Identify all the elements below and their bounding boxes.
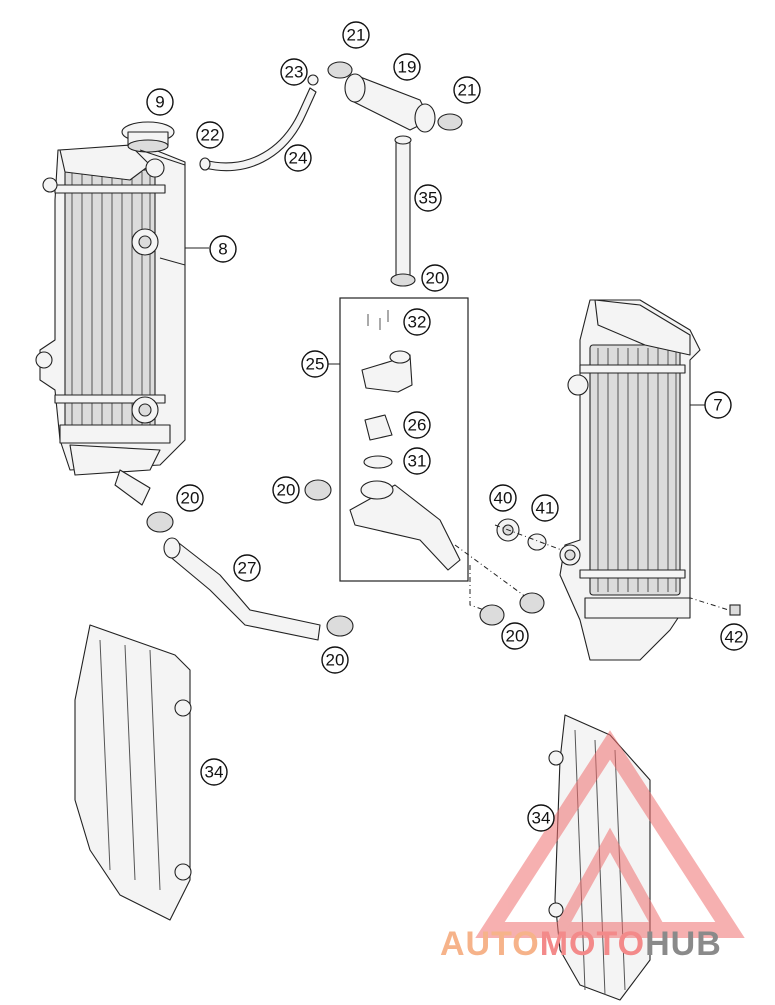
watermark-text: AUTOMOTOHUB: [440, 925, 770, 965]
svg-text:31: 31: [408, 452, 427, 471]
bypass-tube: [390, 135, 416, 287]
callout-35: 35: [414, 184, 442, 212]
svg-text:21: 21: [347, 26, 366, 45]
svg-text:42: 42: [725, 628, 744, 647]
svg-text:40: 40: [494, 489, 513, 508]
callout-8: 8: [209, 235, 237, 263]
right-radiator-fins: [597, 348, 677, 592]
svg-text:34: 34: [205, 763, 224, 782]
hose-clamp: [304, 479, 332, 501]
thermostat-assembly-box: [339, 297, 469, 582]
callout-20-d: 20: [321, 646, 349, 674]
callout-20-e: 20: [501, 622, 529, 650]
watermark-auto: AUTO: [440, 925, 540, 963]
callout-21-b: 21: [453, 76, 481, 104]
callout-34-a: 34: [200, 758, 228, 786]
callout-20-c: 20: [176, 484, 204, 512]
callout-19: 19: [393, 53, 421, 81]
svg-text:23: 23: [285, 63, 304, 82]
svg-text:27: 27: [238, 559, 257, 578]
callout-22: 22: [196, 121, 224, 149]
left-radiator: [35, 144, 186, 506]
callout-21-a: 21: [342, 21, 370, 49]
svg-text:25: 25: [306, 355, 325, 374]
svg-text:26: 26: [408, 416, 427, 435]
callout-23: 23: [280, 58, 308, 86]
callout-9: 9: [146, 88, 174, 116]
callout-25: 25: [301, 350, 329, 378]
callout-31: 31: [403, 447, 431, 475]
svg-text:20: 20: [277, 481, 296, 500]
svg-text:19: 19: [398, 58, 417, 77]
svg-text:20: 20: [506, 627, 525, 646]
svg-text:41: 41: [536, 499, 555, 518]
callout-26: 26: [403, 411, 431, 439]
watermark-logo: [475, 730, 745, 938]
left-radiator-shroud: [74, 624, 192, 921]
svg-text:20: 20: [181, 489, 200, 508]
radiator-cap: [121, 121, 175, 153]
callout-40: 40: [489, 484, 517, 512]
left-radiator-fins: [71, 172, 151, 428]
svg-text:8: 8: [218, 240, 227, 259]
callout-41: 41: [531, 494, 559, 522]
lower-hose: [146, 511, 354, 641]
upper-hose: [327, 61, 463, 133]
callout-7: 7: [704, 391, 732, 419]
svg-text:24: 24: [289, 149, 308, 168]
svg-text:35: 35: [419, 189, 438, 208]
callout-20-b: 20: [272, 476, 300, 504]
svg-text:34: 34: [532, 809, 551, 828]
svg-text:22: 22: [201, 126, 220, 145]
watermark-hub: HUB: [645, 925, 722, 963]
right-radiator: [559, 299, 701, 661]
svg-text:7: 7: [713, 396, 722, 415]
callout-24: 24: [284, 144, 312, 172]
callout-42: 42: [720, 623, 748, 651]
svg-text:20: 20: [326, 651, 345, 670]
callout-34-b: 34: [527, 804, 555, 832]
overflow-hose: [199, 74, 319, 172]
svg-text:21: 21: [458, 81, 477, 100]
leader-8: [139, 149, 186, 266]
svg-text:9: 9: [155, 93, 164, 112]
callout-32: 32: [403, 308, 431, 336]
svg-text:32: 32: [408, 313, 427, 332]
callout-27: 27: [233, 554, 261, 582]
callout-20-a: 20: [421, 264, 449, 292]
watermark-moto: MOTO: [539, 925, 646, 963]
svg-text:20: 20: [426, 269, 445, 288]
